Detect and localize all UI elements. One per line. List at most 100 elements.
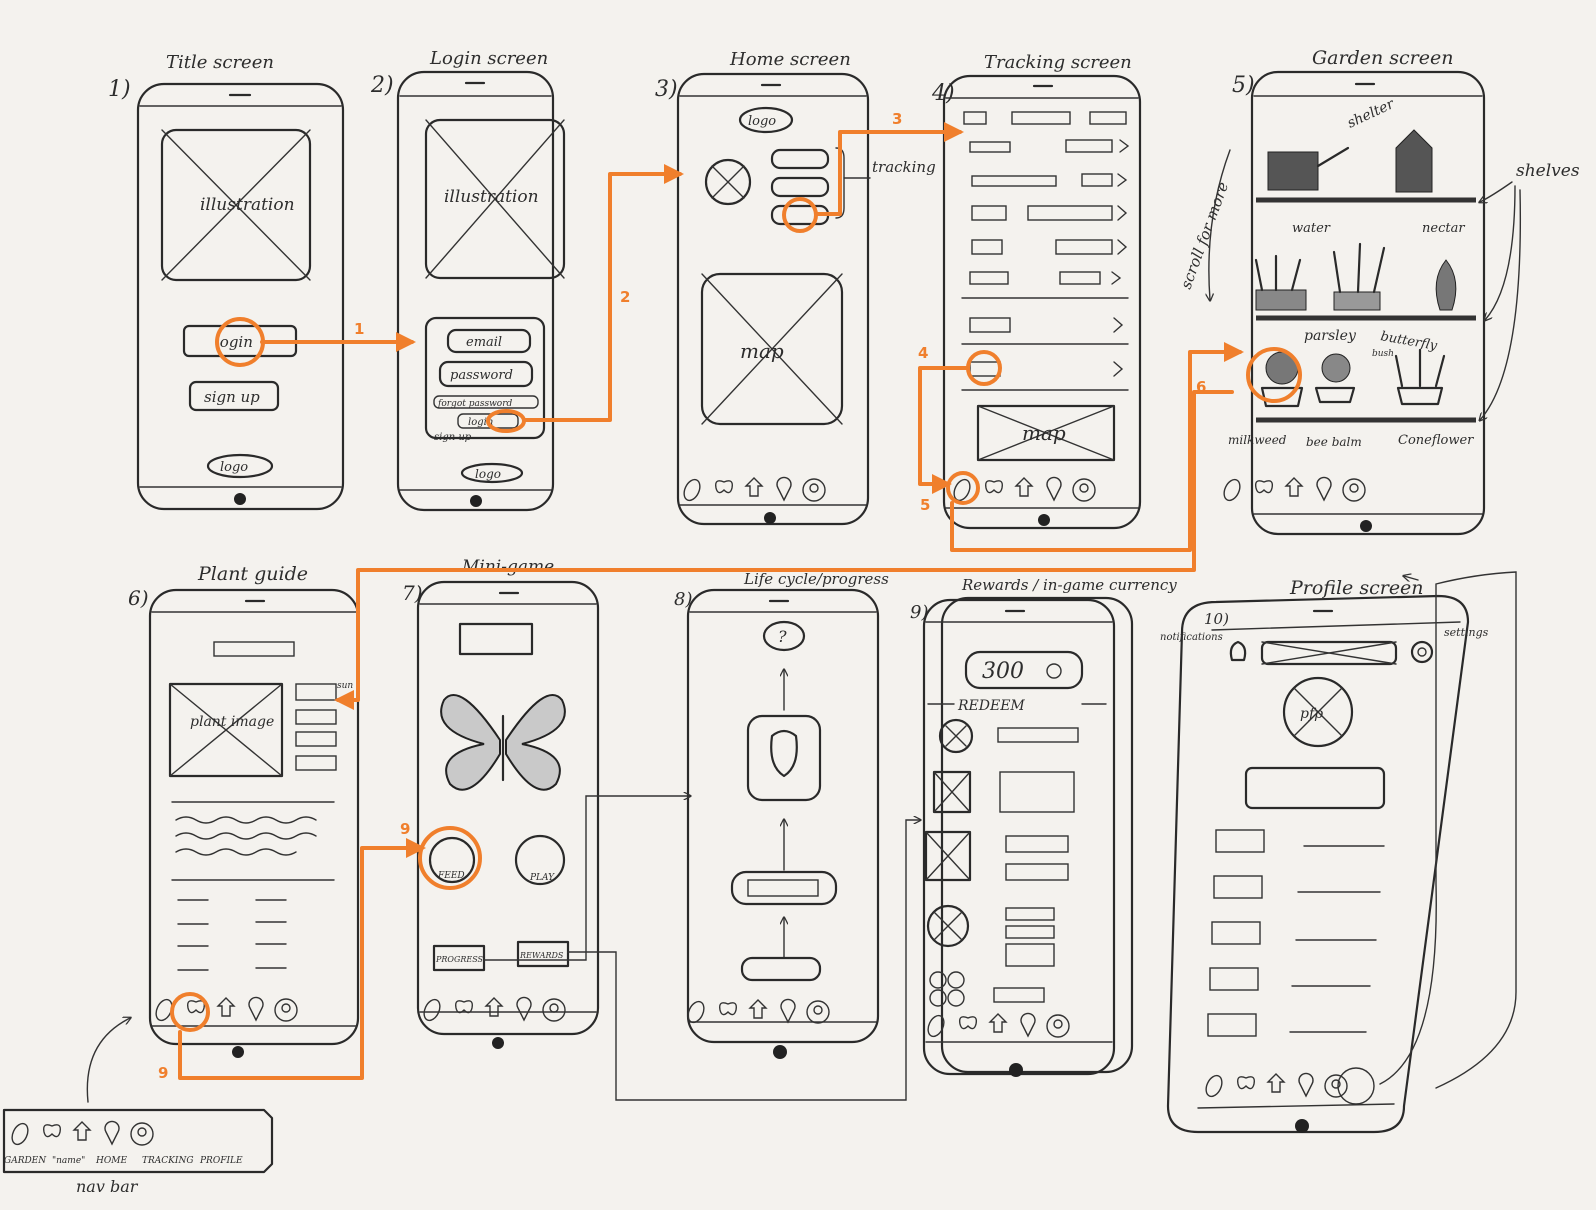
screen-login: 2) Login screen illustration email passw… (370, 48, 566, 512)
parsley-label: parsley (1304, 328, 1357, 344)
flow-arrow-6 (334, 390, 1234, 710)
play-button[interactable] (514, 834, 566, 886)
forgot-password-label: forgot password (437, 399, 512, 409)
birdhouse-icon (1395, 129, 1433, 193)
nav-bar-10 (1202, 1072, 1348, 1100)
screen-number-8: 8) (674, 589, 692, 610)
tracking-list (961, 111, 1130, 391)
scroll-annotation: scroll for more (1177, 179, 1232, 291)
email-label: email (466, 335, 502, 350)
flow-arrow-4 (918, 366, 970, 494)
screen-number-1: 1) (108, 77, 131, 102)
nectar-label: nectar (1422, 221, 1465, 236)
chrysalis-stage (746, 714, 822, 802)
username-bar (1244, 766, 1386, 810)
planter-bush (1333, 291, 1381, 311)
screen-title-9: Rewards / in-game currency (961, 576, 1177, 594)
screen-garden: 5) Garden screen shelter water nectar pa… (1177, 47, 1580, 536)
plant-image-placeholder (168, 682, 284, 778)
watering-can-icon (1267, 151, 1319, 191)
avatar (1282, 676, 1354, 748)
nav-label-garden: GARDEN (4, 1156, 47, 1166)
flow-arrow-5 (950, 342, 1244, 552)
gear-icon[interactable] (1410, 640, 1434, 664)
forgot-password-link[interactable] (433, 395, 539, 409)
rewards-button[interactable] (516, 940, 570, 968)
sun-info (295, 683, 337, 701)
phone-frame-10 (1166, 594, 1470, 1134)
phone-frame-7 (416, 580, 600, 1036)
signup-label: sign up (204, 388, 260, 406)
progress-button[interactable] (432, 944, 486, 972)
logo (738, 106, 794, 134)
login-label: login (215, 333, 253, 351)
feed-label: FEED (437, 871, 465, 881)
screen-title-10: Profile screen (1289, 577, 1424, 599)
signup-button[interactable] (188, 380, 280, 412)
screen-title-2: Login screen (429, 48, 548, 69)
bell-icon[interactable] (1229, 640, 1247, 662)
screen-home: 3) Home screen logo tracking map (655, 49, 936, 526)
map-label: map (1022, 421, 1066, 445)
reward-item (997, 727, 1079, 743)
notifications-annotation: notifications (1160, 632, 1223, 643)
logo-label: logo (748, 114, 776, 129)
screen-title-6: Plant guide (197, 563, 308, 585)
screen-title-7: Mini-game (461, 557, 554, 577)
flow-arrow-2 (522, 164, 684, 422)
nav-bar-3 (680, 476, 826, 504)
screen-title-5: Garden screen (1312, 47, 1453, 69)
phone-frame-8 (686, 588, 880, 1044)
flow-arrows: 1 2 3 4 5 6 9 9 (158, 110, 1244, 1082)
coin-icon (1046, 663, 1062, 679)
flow-step-9b: 9 (400, 820, 410, 838)
nav-label-home: HOME (95, 1156, 127, 1166)
currency-amount: 300 (982, 659, 1024, 684)
feed-button[interactable] (428, 836, 476, 884)
logo (206, 453, 274, 479)
logo (460, 462, 524, 484)
unknown-stage-label: ? (778, 627, 787, 646)
pfp-label: pfp (1300, 706, 1323, 722)
flow-step-1: 1 (354, 320, 364, 338)
nav-label-profile: PROFILE (199, 1156, 243, 1166)
map-label: map (740, 339, 784, 363)
bush-label: bush (1372, 349, 1394, 359)
screen-number-6: 6) (128, 586, 149, 610)
email-field[interactable] (446, 328, 532, 354)
water-label: water (1292, 221, 1331, 236)
redeem-heading: REDEEM (957, 698, 1025, 714)
screen-title-4: Tracking screen (984, 52, 1132, 73)
screen-mini-game: 7) Mini-game FEED PLAY PROGRESS REWARDS (402, 557, 600, 1049)
nav-bar-legend: GARDEN "name" HOME TRACKING PROFILE nav … (2, 1018, 274, 1196)
game-title-bar (458, 622, 534, 656)
flow-step-4: 4 (918, 344, 928, 362)
flow-step-5: 5 (920, 496, 930, 514)
logo-label: logo (475, 467, 501, 481)
screen-rewards: 9) Rewards / in-game currency 300 REDEEM (910, 576, 1177, 1077)
flow-step-6: 6 (1196, 378, 1206, 396)
login-button[interactable] (457, 413, 519, 429)
screen-title-8: Life cycle/progress (743, 570, 889, 588)
plant-image-label: plant image (190, 714, 274, 730)
milkweed-label: milkweed (1228, 433, 1287, 447)
flow-arrow-3 (814, 122, 964, 216)
illustration-placeholder (160, 128, 312, 282)
shelves-annotation: shelves (1516, 161, 1580, 181)
nav-bar-caption: nav bar (76, 1177, 139, 1196)
logo-label: logo (220, 460, 248, 475)
password-field[interactable] (438, 360, 534, 388)
butterfly-icon (440, 694, 566, 791)
nav-label-name: "name" (52, 1156, 85, 1166)
illustration-placeholder (424, 118, 566, 280)
signup-link[interactable]: sign up (434, 432, 472, 443)
screen-number-2: 2) (370, 73, 394, 98)
login-form (424, 316, 546, 440)
screen-number-5: 5) (1232, 73, 1255, 98)
flow-arrow-9 (178, 838, 426, 1080)
phone-frame-5 (1250, 70, 1486, 536)
screen-title-1: Title screen (166, 52, 274, 73)
caterpillar-stage (730, 870, 838, 906)
screen-tracking: 4) Tracking screen map (931, 52, 1142, 530)
